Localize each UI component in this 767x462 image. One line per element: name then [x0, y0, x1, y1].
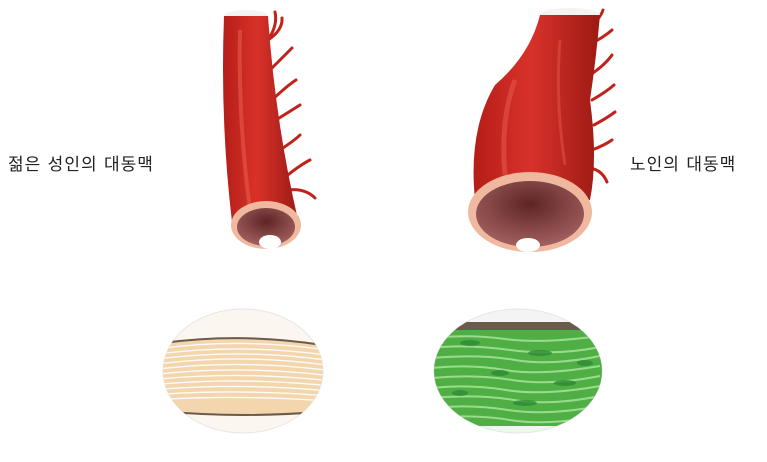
- young-aorta: [223, 10, 315, 249]
- elderly-aorta: [468, 8, 615, 252]
- young-aorta-blood-cell: [259, 235, 281, 249]
- elderly-aorta-lumen: [476, 181, 584, 247]
- elderly-tissue-magnification: [430, 309, 610, 433]
- young-tissue-magnification: [150, 309, 340, 433]
- elderly-aorta-blood-cell: [516, 238, 540, 252]
- young-aorta-body: [223, 16, 298, 222]
